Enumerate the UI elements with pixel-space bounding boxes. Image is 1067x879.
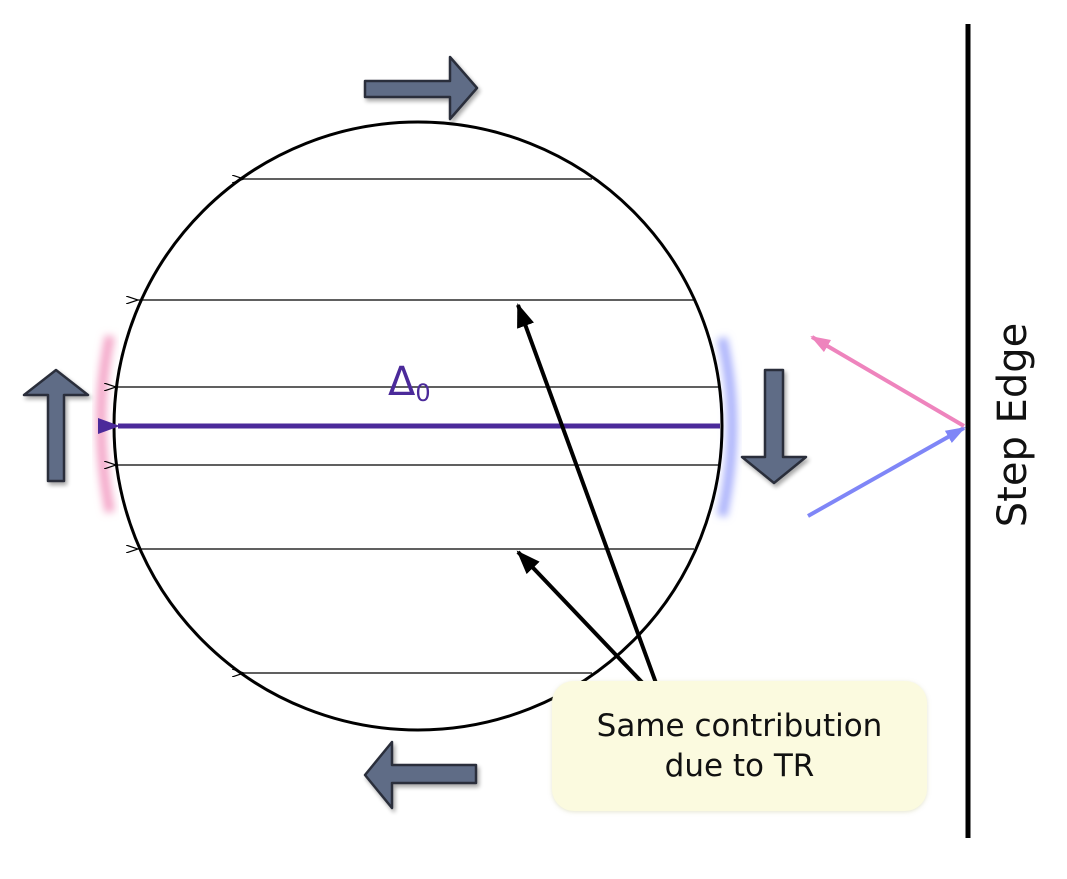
left-edge-glow: [96, 334, 115, 513]
pointer-arrow-upper: [516, 303, 662, 695]
pointer-arrow-lower: [516, 550, 658, 699]
arrow-right-icon: [363, 55, 479, 121]
step-edge-label: Step Edge: [990, 322, 1036, 528]
gap-subscript: 0: [415, 379, 431, 407]
arrow-up-icon: [22, 368, 90, 483]
arrow-left-icon: [363, 740, 478, 810]
gap-symbol: Δ: [388, 359, 416, 405]
callout-text: Same contribution due to TR: [596, 708, 883, 784]
incident-ray: [807, 426, 966, 518]
reflected-ray: [810, 335, 966, 428]
chord-lines: [116, 179, 718, 673]
gap-label: Δ0: [388, 362, 431, 405]
arrow-down-icon: [740, 368, 808, 485]
right-edge-glow: [717, 336, 737, 518]
callout-box: Same contribution due to TR: [552, 681, 927, 811]
